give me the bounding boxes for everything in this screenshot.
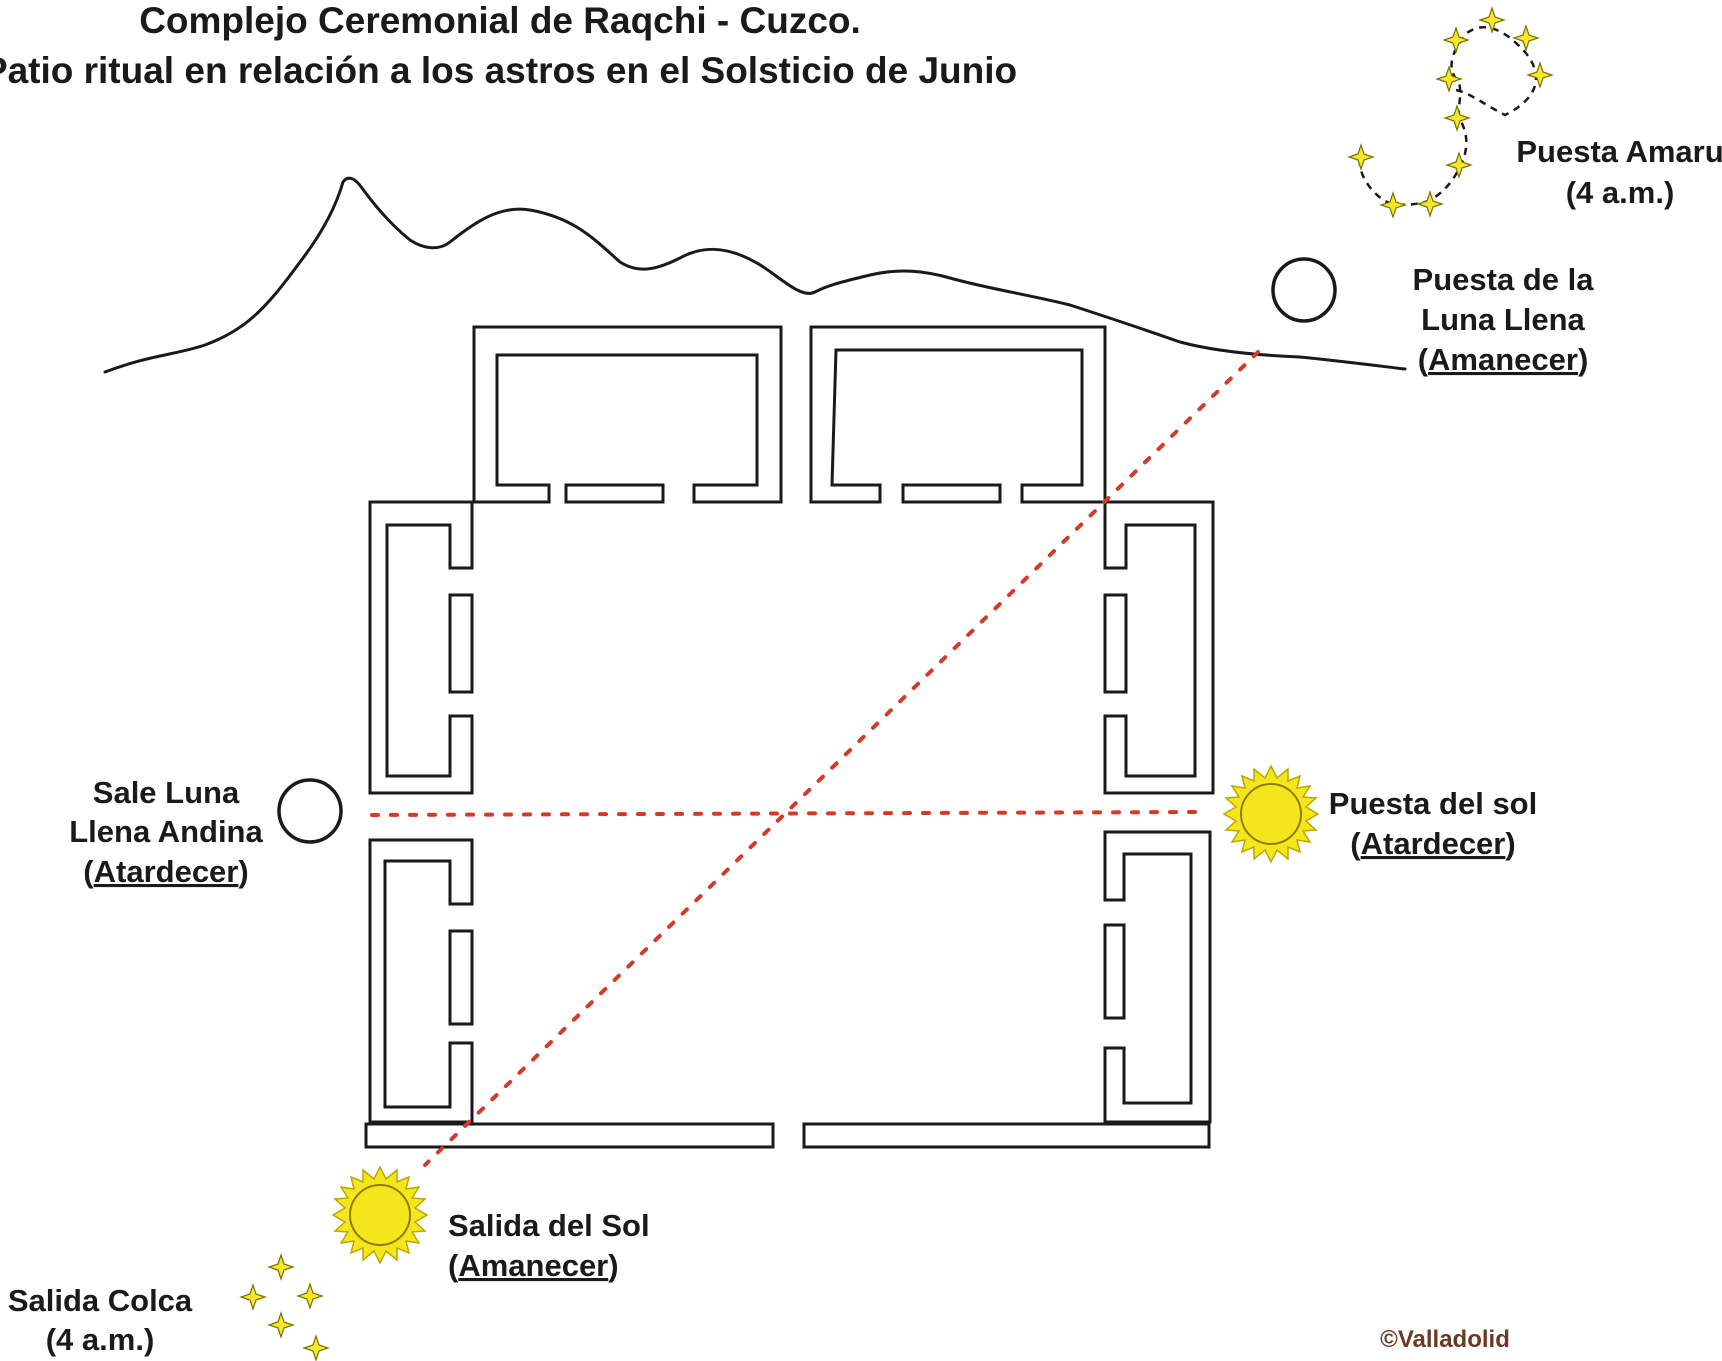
amaru-label-line-2: (4 a.m.) [1566,175,1675,210]
star-icon [240,1284,266,1310]
title-line-2: Patio ritual en relación a los astros en… [0,50,1017,91]
room-left-upper [368,500,474,795]
moon-set-label-line-3: (Amanecer) [1418,342,1589,377]
moon-rise-label-line-3: (Atardecer) [83,854,248,889]
moon-set-label-line-1: Puesta de la [1413,262,1595,297]
amaru-constellation-icon [1348,7,1553,218]
copyright-text: ©Valladolid [1380,1326,1510,1353]
sun-icon [1222,764,1320,864]
sun-set-label-line-1: Puesta del sol [1329,786,1537,821]
star-icon [1436,66,1462,92]
colca-constellation-icon [240,1254,329,1361]
bottom-wall-right [802,1122,1211,1149]
moon-rise-label-line-2: Llena Andina [69,814,263,849]
star-icon [1444,105,1470,131]
title-line-1: Complejo Ceremonial de Raqchi - Cuzco. [139,0,861,41]
room-top-right [809,325,1107,504]
mountain-horizon [103,176,1407,374]
amaru-label-line-1: Puesta Amaru [1516,134,1722,169]
equinox-sight-line [370,810,1202,817]
star-icon [303,1335,329,1361]
sun-icon [331,1165,429,1265]
star-icon [1380,192,1406,218]
solstice-sight-line [423,350,1260,1167]
colca-label-line-1: Salida Colca [8,1283,193,1318]
room-top-left [472,325,783,504]
full-moon-icon [1271,257,1337,323]
star-icon [1446,152,1472,178]
room-right-lower [1103,830,1212,1124]
colca-label-line-2: (4 a.m.) [46,1322,155,1357]
full-moon-icon [277,778,343,844]
bottom-wall-left [364,1122,775,1149]
room-left-lower [368,838,474,1124]
star-icon [297,1283,323,1309]
moon-rise-label-line-1: Sale Luna [93,775,240,810]
star-icon [1348,144,1374,170]
star-icon [1443,27,1469,53]
sun-rise-label-line-2: (Amanecer) [448,1248,619,1283]
sun-rise-label-line-1: Salida del Sol [448,1208,650,1243]
moon-set-label-line-2: Luna Llena [1421,302,1585,337]
room-right-upper [1103,500,1215,795]
sun-set-label-line-2: (Atardecer) [1350,826,1515,861]
star-icon [268,1312,294,1338]
star-icon [1527,62,1553,88]
star-icon [1513,25,1539,51]
star-icon [268,1254,294,1280]
